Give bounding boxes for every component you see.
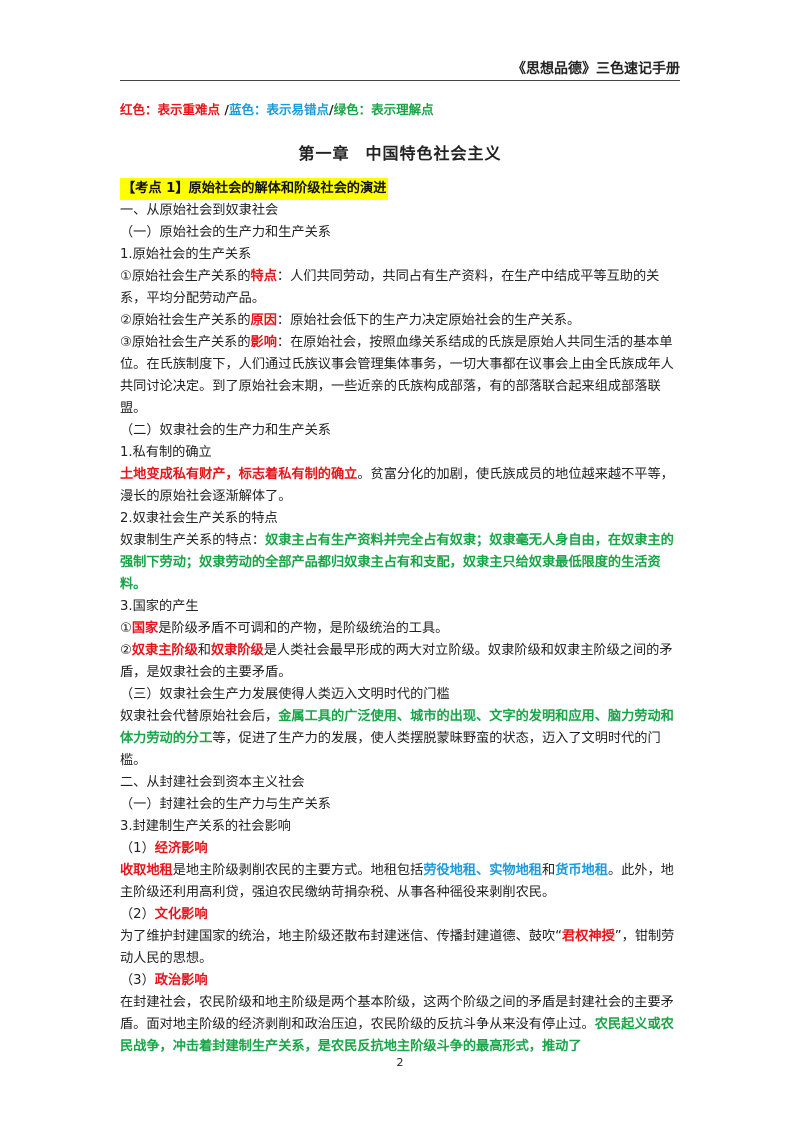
paragraph: 为了维护封建国家的统治，地主阶级还散布封建迷信、传播封建道德、鼓吹“君权神授”，… xyxy=(120,929,675,966)
legend-sep: / xyxy=(220,102,229,117)
highlight-red: 特点 xyxy=(250,269,277,284)
highlight-green: 金属工具的广泛使用、城市的出现、文字的发明和应用、脑力劳动和体力劳动的分工 xyxy=(120,709,674,746)
item-heading: （1）经济影响 xyxy=(120,841,208,856)
highlight-red: 经济影响 xyxy=(154,841,208,856)
subsection-heading: （一）原始社会的生产力和生产关系 xyxy=(120,225,331,240)
highlight-red: 收取地租 xyxy=(120,863,173,878)
page-number: 2 xyxy=(396,1056,404,1069)
chapter-number: 第一章 xyxy=(298,144,350,163)
legend-red-word: 重难点 xyxy=(182,102,221,117)
kaodian-heading: 【考点 1】原始社会的解体和阶级社会的演进 xyxy=(120,178,389,200)
highlight-red: 政治影响 xyxy=(154,973,208,988)
paragraph: 在封建社会，农民阶级和地主阶级是两个基本阶级，这两个阶级之间的矛盾是封建社会的主… xyxy=(120,995,674,1054)
paragraph: 奴隶社会代替原始社会后，金属工具的广泛使用、城市的出现、文字的发明和应用、脑力劳… xyxy=(120,709,674,768)
chapter-title: 第一章中国特色社会主义 xyxy=(0,140,800,164)
highlight-green: 奴隶主占有生产资料并完全占有奴隶；奴隶毫无人身自由，在奴隶主的强制下劳动；奴隶劳… xyxy=(120,533,674,592)
paragraph: ③原始社会生产关系的影响：在原始社会，按照血缘关系结成的氏族是原始人共同生活的基… xyxy=(120,335,674,416)
item-heading: 1.原始社会的生产关系 xyxy=(120,247,252,262)
legend-green-word: 理解点 xyxy=(396,102,434,117)
item-heading: （2）文化影响 xyxy=(120,907,208,922)
paragraph: 土地变成私有财产，标志着私有制的确立。贫富分化的加剧，使氏族成员的地位越来越不平… xyxy=(120,467,674,504)
legend-blue-label: 蓝色：表示 xyxy=(228,102,292,117)
highlight-blue: 货币地租 xyxy=(555,863,608,878)
paragraph: ②原始社会生产关系的原因：原始社会低下的生产力决定原始社会的生产关系。 xyxy=(120,313,581,328)
subsection-heading: （二）奴隶社会的生产力和生产关系 xyxy=(120,423,331,438)
item-heading: 3.封建制生产关系的社会影响 xyxy=(120,819,291,834)
highlight-red: 原因 xyxy=(250,313,277,328)
item-heading: 1.私有制的确立 xyxy=(120,445,212,460)
header-title: 《思想品德》三色速记手册 xyxy=(512,61,680,77)
item-heading: 2.奴隶社会生产关系的特点 xyxy=(120,511,278,526)
paragraph: ①国家是阶级矛盾不可调和的产物，是阶级统治的工具。 xyxy=(120,621,449,636)
subsection-heading: （一）封建社会的生产力与生产关系 xyxy=(120,797,331,812)
legend-sep: / xyxy=(328,102,334,117)
highlight-green: 农民起义或农民战争，冲击着封建制生产关系，是农民反抗地主阶级斗争的最高形式，推动… xyxy=(120,1017,674,1054)
item-heading: 3.国家的产生 xyxy=(120,599,199,614)
highlight-red: 土地变成私有财产，标志着私有制的确立 xyxy=(120,467,358,482)
legend-red-label: 红色：表示 xyxy=(120,102,183,117)
legend-green-label: 绿色：表示 xyxy=(333,102,397,117)
section-heading: 二、从封建社会到资本主义社会 xyxy=(120,775,305,790)
main-content: 【考点 1】原始社会的解体和阶级社会的演进 一、从原始社会到奴隶社会 （一）原始… xyxy=(120,178,682,1058)
legend-blue-word: 易错点 xyxy=(291,102,329,117)
highlight-red: 国家 xyxy=(131,621,159,636)
paragraph: ①原始社会生产关系的特点：人们共同劳动，共同占有生产资料，在生产中结成平等互助的… xyxy=(120,269,660,306)
highlight-red: 影响 xyxy=(250,335,277,350)
section-heading: 一、从原始社会到奴隶社会 xyxy=(120,203,279,218)
highlight-red: 文化影响 xyxy=(154,907,208,922)
chapter-name: 中国特色社会主义 xyxy=(365,144,502,163)
paragraph: ②奴隶主阶级和奴隶阶级是人类社会最早形成的两大对立阶级。奴隶阶级和奴隶主阶级之间… xyxy=(120,643,673,680)
color-legend: 红色：表示重难点 /蓝色：表示易错点/绿色：表示理解点 xyxy=(120,99,434,118)
item-heading: （3）政治影响 xyxy=(120,973,208,988)
page-header: 《思想品德》三色速记手册 xyxy=(120,56,680,81)
paragraph: 收取地租是地主阶级剥削农民的主要方式。地租包括劳役地租、实物地租和货币地租。此外… xyxy=(120,863,674,900)
subsection-heading: （三）奴隶社会生产力发展使得人类迈入文明时代的门槛 xyxy=(120,687,450,702)
highlight-red: 奴隶主阶级 xyxy=(131,643,198,658)
paragraph: 奴隶制生产关系的特点：奴隶主占有生产资料并完全占有奴隶；奴隶毫无人身自由，在奴隶… xyxy=(120,533,674,592)
highlight-blue: 劳役地租、实物地租 xyxy=(423,863,542,878)
highlight-red: 君权神授 xyxy=(562,929,615,944)
highlight-red: 奴隶阶级 xyxy=(210,643,264,658)
